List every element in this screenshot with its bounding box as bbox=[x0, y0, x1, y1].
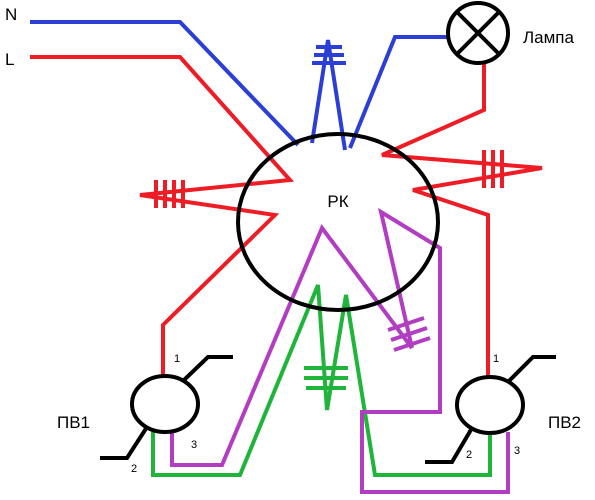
line-splice-marker-right bbox=[482, 150, 504, 188]
green-splice-marker bbox=[304, 366, 348, 390]
purple-traveler-sw1 bbox=[170, 224, 414, 467]
switch1-label: ПВ1 bbox=[57, 413, 90, 432]
purple-traveler-sw2 bbox=[360, 207, 510, 494]
neutral-lamp-wire bbox=[348, 35, 447, 149]
neutral-splice-wire bbox=[310, 39, 347, 151]
switch2-terminal-2: 2 bbox=[466, 449, 472, 461]
switch1-terminal-3: 3 bbox=[191, 439, 197, 451]
neutral-splice-marker bbox=[312, 45, 346, 65]
line-splice-marker-left bbox=[154, 180, 185, 208]
green-traveler-sw1 bbox=[151, 284, 492, 477]
neutral-label: N bbox=[5, 5, 17, 24]
traveler-green-wires bbox=[151, 284, 492, 477]
lamp-return-wire bbox=[381, 62, 543, 378]
traveler-purple-wires bbox=[170, 207, 510, 494]
switch1-icon bbox=[100, 355, 233, 460]
line-wires bbox=[30, 55, 543, 378]
switch1-terminal-2: 2 bbox=[131, 463, 137, 475]
purple-splice-marker bbox=[387, 316, 431, 352]
junction-box-label: РК bbox=[327, 192, 348, 211]
switch1-terminal-1: 1 bbox=[174, 353, 180, 365]
line-feed-wire bbox=[30, 55, 295, 378]
lamp-icon bbox=[446, 1, 510, 65]
switch2-icon bbox=[425, 355, 556, 464]
switch2-terminal-1: 1 bbox=[493, 353, 499, 365]
switch2-label: ПВ2 bbox=[548, 413, 581, 432]
junction-box bbox=[236, 132, 440, 312]
neutral-feed-wire bbox=[30, 20, 300, 147]
lamp-label: Лампа bbox=[523, 28, 575, 47]
neutral-wires bbox=[30, 20, 447, 151]
switch2-terminal-3: 3 bbox=[514, 445, 520, 457]
line-label: L bbox=[5, 50, 14, 69]
